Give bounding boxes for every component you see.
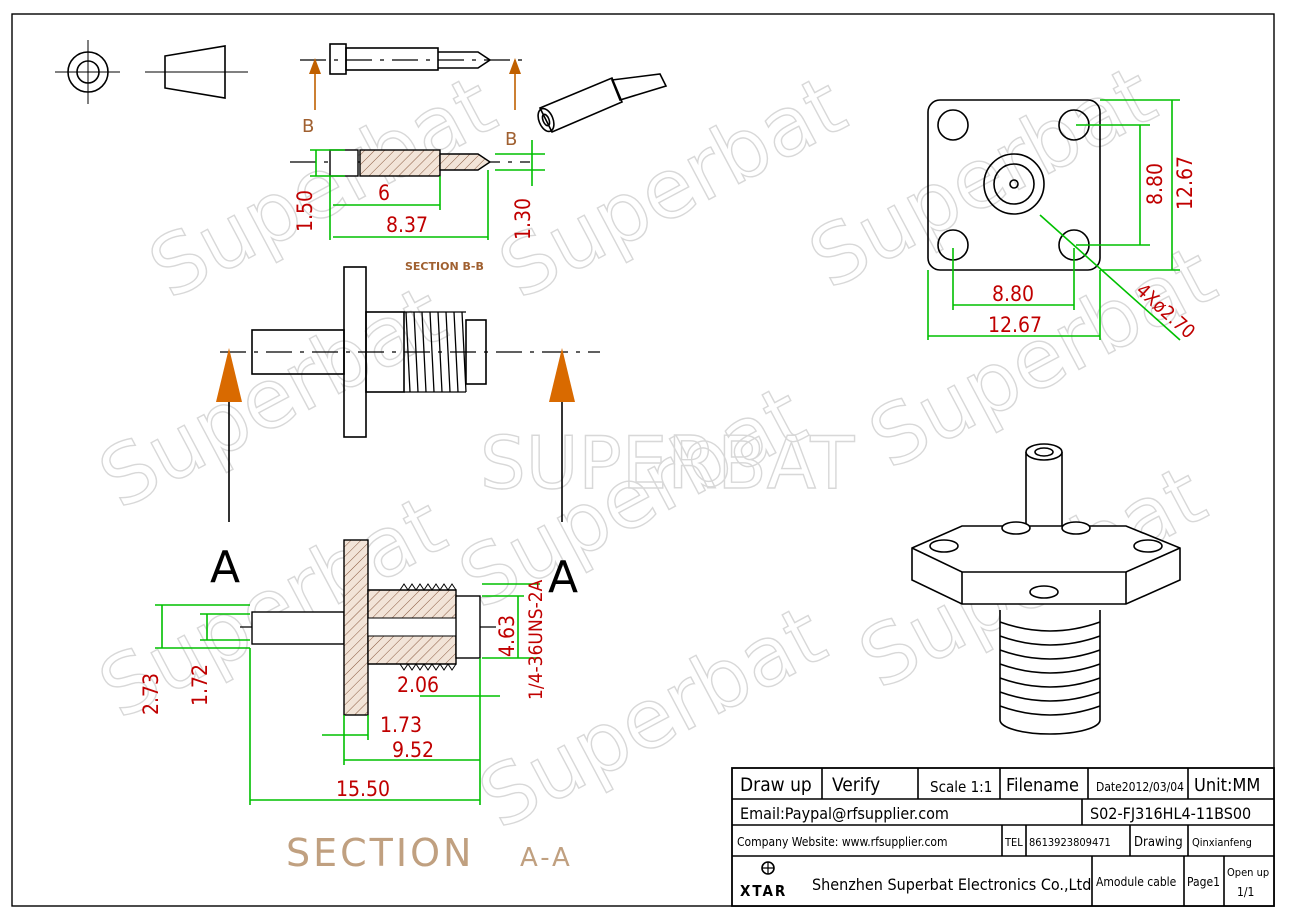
section-a-label-right: A <box>548 552 578 603</box>
section-aa-title: SECTION <box>286 831 474 875</box>
contact-pin-view: B B <box>300 43 528 150</box>
dim-thread: 1/4-36UNS-2A <box>525 579 547 700</box>
dim-8-37: 8.37 <box>386 213 428 237</box>
section-bb: 1.50 6 8.37 1.30 SECTION B-B <box>290 140 545 273</box>
watermark-script: Superbat <box>135 58 510 318</box>
drawer-name: Qinxianfeng <box>1192 836 1252 849</box>
dim-2-73: 2.73 <box>139 673 163 715</box>
email-label: Email:Paypal@rfsupplier.com <box>740 804 949 823</box>
tel-label: TEL <box>1004 836 1023 849</box>
contact-pin-isometric <box>537 73 668 134</box>
company-name: Shenzhen Superbat Electronics Co.,Ltd <box>812 875 1091 894</box>
projection-symbol-icon <box>55 40 248 104</box>
draw-up-label: Draw up <box>740 774 812 796</box>
dim-1-50: 1.50 <box>293 190 317 232</box>
dim-6: 6 <box>378 181 390 205</box>
sheets-label: 1/1 <box>1237 885 1254 899</box>
connector-isometric-view <box>911 443 1181 735</box>
logo-text: XTAR <box>740 882 787 900</box>
dim-15-50: 15.50 <box>336 777 390 801</box>
drawing-border <box>11 13 1275 907</box>
cable-label: Amodule cable <box>1096 875 1177 889</box>
website-label: Company Website: www.rfsupplier.com <box>737 835 948 849</box>
watermark-superbat: SUPERBAT <box>480 421 855 505</box>
section-aa-title-suffix: A-A <box>520 843 573 873</box>
connector-side-view: A A <box>210 266 600 603</box>
tel-number: 8613923809471 <box>1029 836 1111 849</box>
dim-12-67-vertical: 12.67 <box>1173 156 1197 210</box>
dim-2-06: 2.06 <box>397 673 439 697</box>
dim-12-67-horizontal: 12.67 <box>988 313 1042 337</box>
verify-label: Verify <box>832 774 880 796</box>
dim-1-72: 1.72 <box>188 664 212 706</box>
filename-label: Filename <box>1006 775 1079 796</box>
page-label: Page1 <box>1187 875 1220 889</box>
xtar-logo-icon: XTAR <box>740 861 787 900</box>
section-b-label-right: B <box>505 129 517 150</box>
dim-1-73: 1.73 <box>380 713 422 737</box>
dim-4-63: 4.63 <box>495 615 519 657</box>
section-bb-title: SECTION B-B <box>405 260 484 273</box>
section-b-label-left: B <box>302 116 314 137</box>
dim-9-52: 9.52 <box>392 738 434 762</box>
title-block: Draw up Verify Scale 1:1 Filename Date20… <box>731 767 1275 907</box>
dim-8-80-vertical: 8.80 <box>1143 163 1167 205</box>
watermark-script: Superbat <box>485 58 860 318</box>
scale-label: Scale 1:1 <box>930 778 992 796</box>
dim-1-30: 1.30 <box>511 198 535 240</box>
unit-label: Unit:MM <box>1194 775 1260 796</box>
dim-8-80-horizontal: 8.80 <box>992 282 1034 306</box>
date-label: Date2012/03/04 <box>1096 780 1184 794</box>
section-aa: 2.73 1.72 4.63 1/4-36UNS-2A 2.06 1.73 9.… <box>139 539 573 875</box>
drawing-label: Drawing <box>1134 835 1183 850</box>
open-up-label: Open up <box>1227 866 1269 879</box>
part-number: S02-FJ316HL4-11BS00 <box>1090 804 1251 823</box>
section-a-label-left: A <box>210 542 240 593</box>
